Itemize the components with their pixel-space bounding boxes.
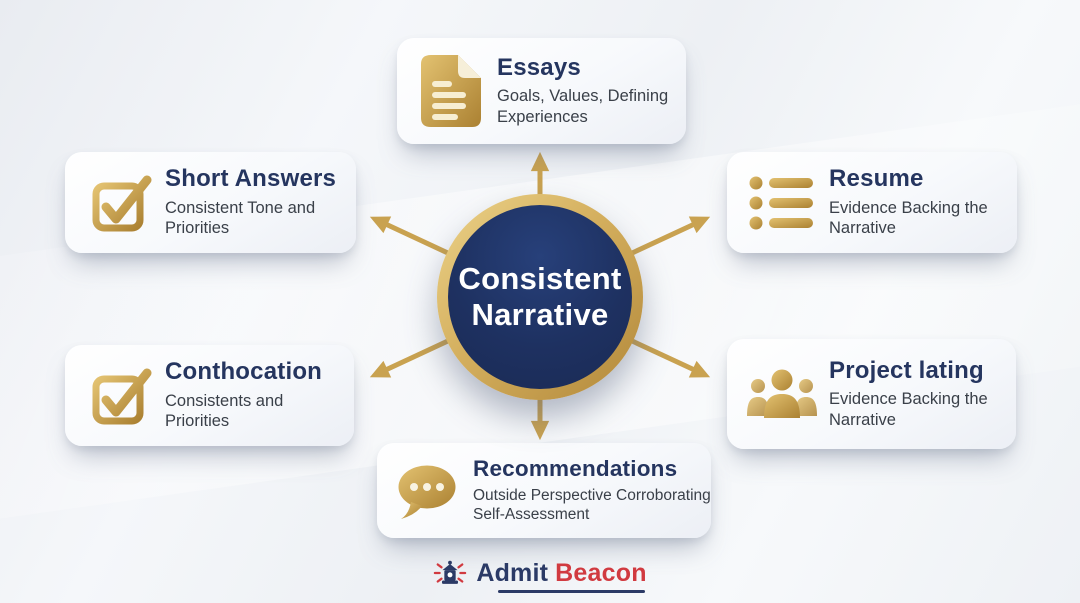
hub-label-line1: Consistent xyxy=(458,261,622,297)
card-short-answers: Short Answers Consistent Tone and Priori… xyxy=(65,152,356,253)
logo-underline xyxy=(498,589,645,593)
card-title: Essays xyxy=(497,53,581,81)
card-subtitle: Outside Perspective Corroborating Self-A… xyxy=(473,486,711,523)
hub-circle: Consistent Narrative xyxy=(437,194,643,400)
card-title: Conthocation xyxy=(165,358,323,386)
logo-word-beacon: Beacon xyxy=(555,558,647,587)
beacon-icon xyxy=(433,556,467,590)
card-title: Resume xyxy=(829,165,924,193)
people-icon xyxy=(743,366,821,422)
card-project-lating: Project lating Evidence Backing the Narr… xyxy=(727,339,1016,449)
spoke-lower-right xyxy=(627,337,711,378)
card-subtitle: Consistents and Priorities xyxy=(165,391,284,431)
card-resume: Resume Evidence Backing the Narrative xyxy=(727,152,1017,253)
spoke-upper-left xyxy=(369,216,453,257)
card-title: Project lating xyxy=(829,356,984,384)
spoke-lower-left xyxy=(369,337,453,378)
checkbox-icon xyxy=(91,366,153,426)
card-title: Short Answers xyxy=(165,165,337,193)
card-subtitle: Evidence Backing the Narrative xyxy=(829,198,988,238)
hub-label-line2: Narrative xyxy=(471,297,609,332)
card-title: Recommendations xyxy=(473,455,678,481)
logo-word-admit: Admit xyxy=(476,558,549,587)
hub-circle-inner: Consistent Narrative xyxy=(448,205,632,389)
card-recommendations: Recommendations Outside Perspective Corr… xyxy=(377,443,711,538)
card-subtitle: Evidence Backing the Narrative xyxy=(829,390,988,429)
speech-bubble-icon xyxy=(395,461,461,521)
spoke-upper-right xyxy=(627,216,711,257)
card-subtitle: Consistent Tone and Priorities xyxy=(165,198,316,238)
card-essays: Essays Goals, Values, Defining Experienc… xyxy=(397,38,686,144)
document-icon xyxy=(419,53,483,129)
card-subtitle: Goals, Values, Defining Experiences xyxy=(497,87,669,126)
list-icon xyxy=(749,174,815,232)
card-conthocation: Conthocation Consistents and Priorities xyxy=(65,345,354,446)
checkbox-icon xyxy=(91,173,153,233)
